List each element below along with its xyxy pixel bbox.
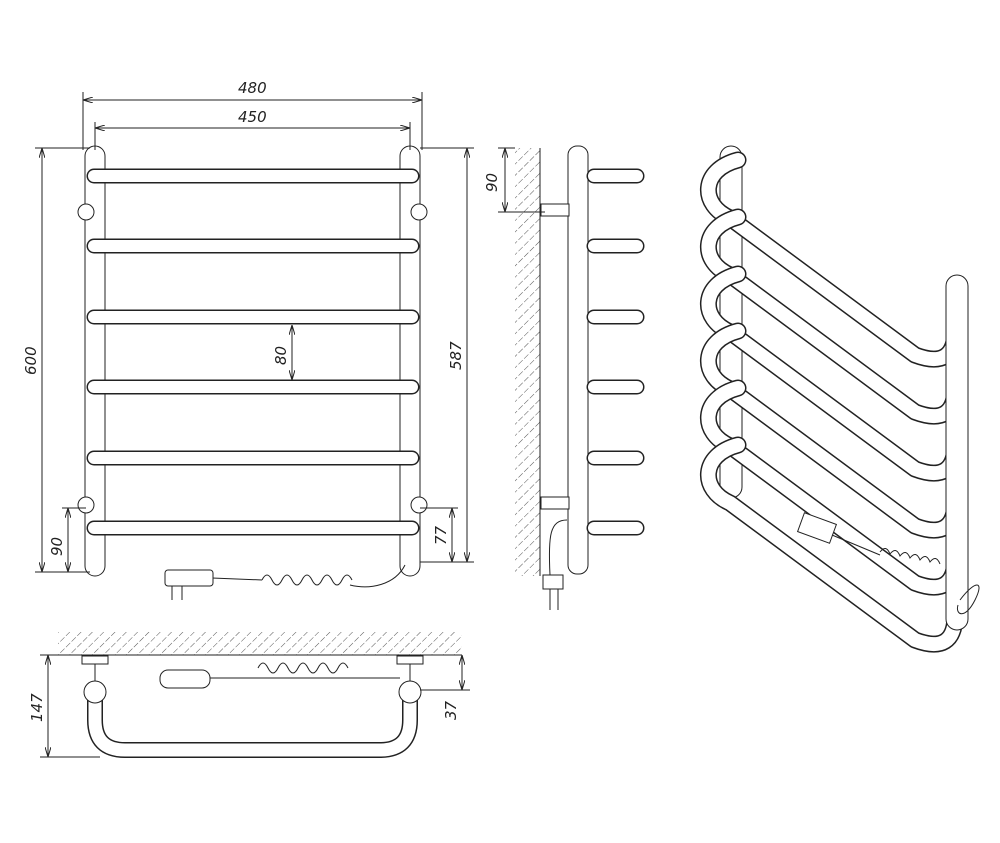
front-posts [77, 145, 428, 577]
dim-axis-width: 450 [238, 108, 267, 126]
front-view: 480 450 600 90 80 587 77 [22, 79, 474, 600]
front-dimensions: 480 450 600 90 80 587 77 [22, 79, 474, 573]
dim-bar-spacing: 80 [272, 346, 290, 365]
power-cord [164, 564, 406, 600]
side-bar-stubs [586, 168, 645, 536]
dim-cable-offset: 77 [432, 525, 450, 545]
dim-depth: 147 [28, 693, 46, 722]
front-bars [86, 168, 420, 536]
side-view: 90 [483, 145, 645, 610]
dim-top-bracket: 90 [483, 173, 501, 192]
top-view: 147 37 [28, 632, 470, 758]
iso-bars [699, 151, 964, 653]
dim-bracket-depth: 37 [442, 700, 460, 720]
iso-bar [699, 436, 964, 653]
isometric-view [699, 145, 980, 653]
dim-overall-width: 480 [238, 79, 267, 97]
dim-bottom-bracket: 90 [48, 537, 66, 556]
dim-overall-height: 600 [22, 346, 40, 375]
dim-axis-height: 587 [447, 341, 465, 370]
